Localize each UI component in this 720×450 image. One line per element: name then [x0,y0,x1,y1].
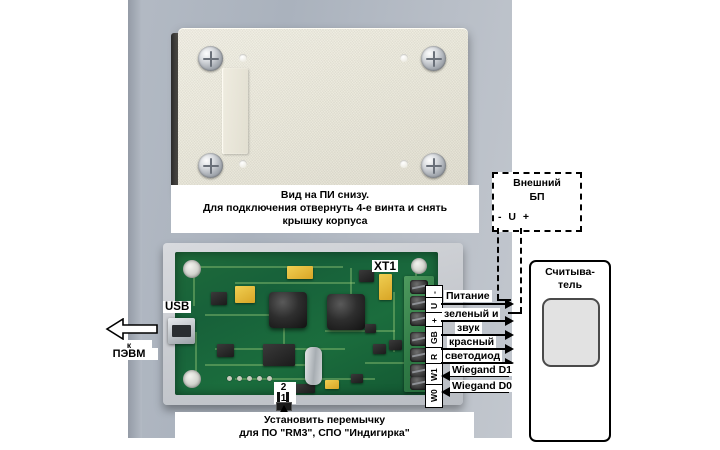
terminal-pin-labels: - U + GB R W1 W0 [425,285,443,408]
callout-green-wire: зеленый и [442,308,501,320]
callout-power: Питание [444,290,492,302]
terminal-screw-7 [410,376,428,390]
callout-red-wire: красный [447,336,497,348]
callout-sound: звук [455,322,482,334]
pc-arrow-icon [105,318,158,340]
reader-label-line2: тель [557,279,583,291]
jumper-caption-line1: Установить перемычку [263,414,386,426]
crystal-oscillator [305,347,322,385]
inductor-2 [327,294,365,330]
jumper-caption: Установить перемычку для ПО "RM3", СПО "… [175,412,474,443]
psu-line2: БП [529,191,545,203]
ic-small-4 [373,344,386,354]
callout-wiegand-d0: Wiegand D0 [450,380,514,392]
capacitor-1 [287,266,313,279]
psu-polarity: - U + [498,211,532,223]
ic-small-3 [359,270,374,282]
lid-hole-top-right [400,54,408,62]
ic-small-5 [389,340,402,350]
lid-caption: Вид на ПИ снизу. Для подключения отверну… [171,185,479,233]
capacitor-4 [325,380,339,389]
lid-screw-top-right [421,46,446,71]
psu-wire-right [520,228,522,313]
jumper-caption-line2: для ПО "RM3", СПО "Индигирка" [239,427,410,439]
inductor-1 [269,292,307,328]
terminal-screw-5 [410,348,428,362]
lid-hole-bottom-right [400,160,408,168]
terminal-screw-2 [410,296,428,310]
jumper-up-arrow-icon [279,405,289,414]
terminal-screw-3 [410,312,428,326]
reader-box: Считыва- тель [529,260,611,442]
lid-side-edge [171,33,181,193]
jumper-pin-2 [277,392,280,406]
terminal-screw-1 [410,280,428,294]
ic-small-7 [295,384,315,393]
psu-line1: Внешний [513,177,561,189]
external-psu-box: Внешний БП - U + [492,172,582,232]
terminal-screw-6 [410,364,428,378]
lid-caption-line1: Вид на ПИ снизу. [280,189,370,201]
reader-card-area [542,298,600,367]
psu-wire-bottom-left [497,299,511,301]
reader-label-line1: Считыва- [545,266,595,278]
lid-caption-line3: крышку корпуса [282,215,368,227]
ic-main [263,344,295,366]
terminal-screw-4 [410,332,428,346]
lid-hole-top-left [239,54,247,62]
mini-usb-connector [168,318,195,344]
reader-label: Считыва- тель [531,266,609,292]
pcb-mount-hole-bl [183,370,201,388]
ic-small-1 [211,292,227,305]
pc-arrow-label: ПЭВМ [100,348,158,360]
ic-small-6 [365,324,376,333]
jumper-pin-1 [286,392,289,406]
lid-screw-top-left [198,46,223,71]
label-xt1: XT1 [372,259,399,273]
psu-wire-bottom-right [508,312,522,314]
capacitor-3 [379,274,392,300]
lid-caption-line2: Для подключения отвернуть 4-е винта и сн… [202,202,448,214]
ic-small-8 [351,374,363,383]
pcb-mount-hole-tl [183,260,201,278]
lid-screw-bottom-left [198,153,223,178]
lid-hole-bottom-left [239,160,247,168]
ic-small-2 [217,344,234,357]
pcb-mount-hole-tr [411,258,427,274]
photo-left-shadow [128,0,142,438]
capacitor-2 [235,286,255,303]
pc-arrow-small-label: к [106,340,152,350]
callout-wiegand-d1: Wiegand D1 [450,364,514,376]
label-usb: USB [163,301,192,313]
lid-raised-slot [222,68,248,154]
lid-screw-bottom-right [421,153,446,178]
callout-led: светодиод [443,350,503,362]
psu-wire-left [497,228,499,300]
